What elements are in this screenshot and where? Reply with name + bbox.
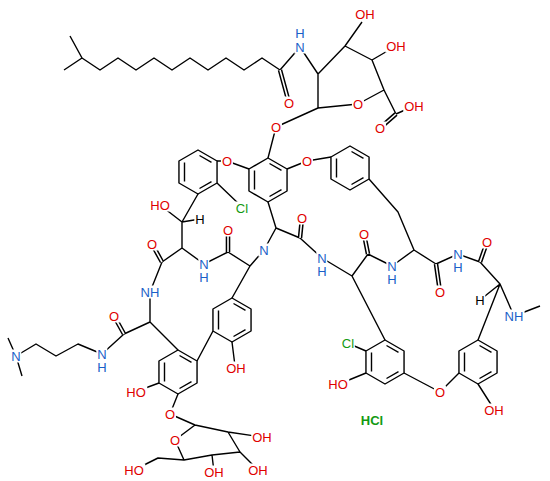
atom-label: N [198, 258, 209, 271]
atom-label: O [221, 155, 233, 168]
atom-label: N [258, 244, 269, 257]
atom-label: HO [123, 464, 145, 477]
atom-label: H [316, 265, 327, 278]
aromatic-ring [366, 340, 404, 384]
atom-label: O [164, 408, 176, 421]
atom-label: N [10, 350, 21, 363]
atom-label: O [358, 228, 370, 241]
double-bond-outer [114, 70, 487, 334]
atom-label: N [452, 248, 463, 261]
aromatic-ring [213, 298, 251, 342]
atom-label: OH [203, 466, 225, 479]
double-bonds-gap [114, 70, 487, 334]
atom-label: OH [247, 464, 269, 477]
atom-label: HO [149, 199, 171, 212]
aromatic-ring [159, 350, 197, 394]
atom-label: N [316, 252, 327, 265]
atom-label: O [352, 98, 364, 111]
atom-label: O [296, 212, 308, 225]
atom-label: OH [385, 40, 407, 53]
atom-label: O [301, 155, 313, 168]
atom-label: Cl [235, 202, 249, 215]
atom-label: O [434, 286, 446, 299]
atom-label: O [283, 97, 295, 110]
atom-label: HO [327, 378, 349, 391]
atom-label: H [474, 294, 485, 307]
aromatic-ring [179, 150, 217, 194]
atom-label: H [194, 213, 205, 226]
aromatic-ring [331, 146, 369, 190]
double-bonds [114, 70, 487, 334]
atom-label: OH [251, 431, 273, 444]
atom-label: NH [504, 310, 525, 323]
atom-label: O [146, 238, 158, 251]
atom-label: H [386, 273, 397, 286]
atom-label: O [169, 434, 181, 447]
atom-label: H [198, 271, 209, 284]
atom-label: OH [354, 8, 376, 21]
atom-label: O [108, 310, 120, 323]
double-bond-gap [114, 70, 487, 334]
atom-label: OH [483, 404, 505, 417]
atom-label: NH [140, 286, 161, 299]
atom-label: HO [125, 386, 147, 399]
atom-label: O [374, 122, 386, 135]
atom-label: OH [403, 100, 425, 113]
atom-label: HCl [360, 414, 384, 427]
atom-label: O [481, 236, 493, 249]
atom-label: N [386, 260, 397, 273]
atom-label: O [270, 121, 282, 134]
single-bonds [8, 22, 540, 472]
aromatic-ring [459, 340, 497, 384]
atom-label: Cl [341, 337, 355, 350]
atom-label: H [96, 361, 107, 374]
atom-label: O [434, 386, 446, 399]
atom-label: N [96, 348, 107, 361]
aromatic-rings [159, 146, 497, 394]
atom-label: H [452, 261, 463, 274]
aromatic-ring [249, 158, 287, 202]
atom-label: OH [225, 362, 247, 375]
atom-label: H [294, 27, 305, 40]
atom-label: N [294, 41, 305, 54]
atom-label: O [222, 224, 234, 237]
